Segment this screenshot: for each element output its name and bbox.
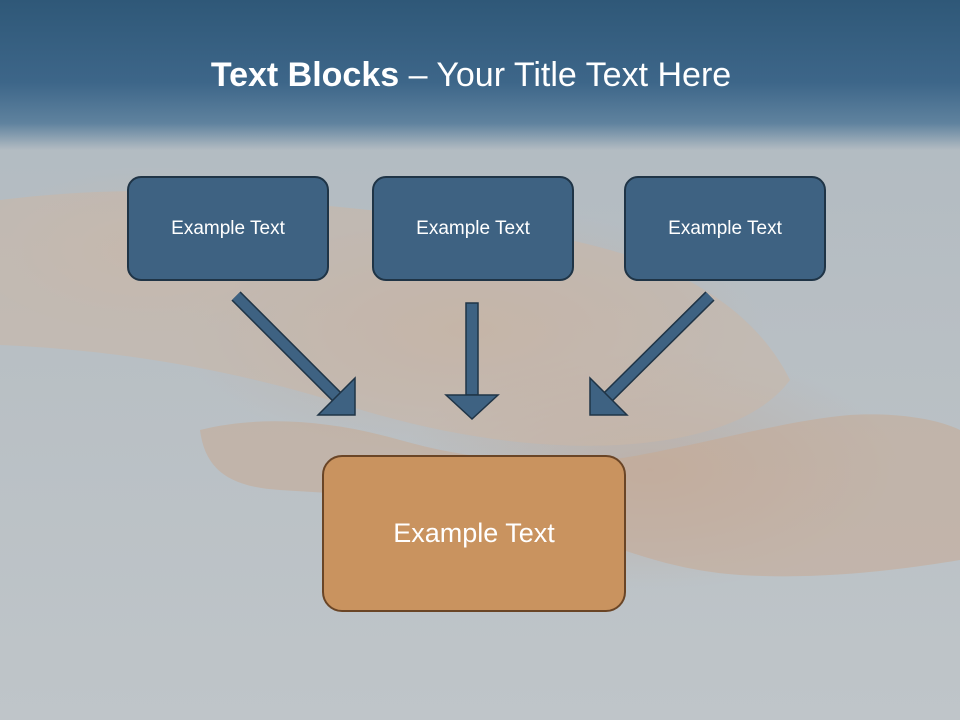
text-block-center-label: Example Text <box>416 217 530 239</box>
text-block-result-label: Example Text <box>393 518 555 548</box>
slide-title: Text Blocks – Your Title Text Here <box>0 54 942 96</box>
arrow-right-head <box>589 376 629 416</box>
arrow-left-shaft <box>232 292 342 402</box>
text-block-result[interactable]: Example Text <box>322 455 626 612</box>
arrow-right-shaft <box>603 292 714 402</box>
text-block-right-label: Example Text <box>668 217 782 239</box>
arrow-center-head <box>444 394 500 421</box>
text-block-left-label: Example Text <box>171 217 285 239</box>
arrow-left-head <box>316 376 356 416</box>
title-bold-text: Text Blocks <box>210 56 400 94</box>
text-block-left[interactable]: Example Text <box>127 176 329 281</box>
text-block-right[interactable]: Example Text <box>624 176 826 281</box>
arrow-center-shaft <box>465 302 479 396</box>
title-band <box>0 0 960 150</box>
text-block-center[interactable]: Example Text <box>372 176 574 281</box>
title-regular-text: – Your Title Text Here <box>399 56 732 94</box>
